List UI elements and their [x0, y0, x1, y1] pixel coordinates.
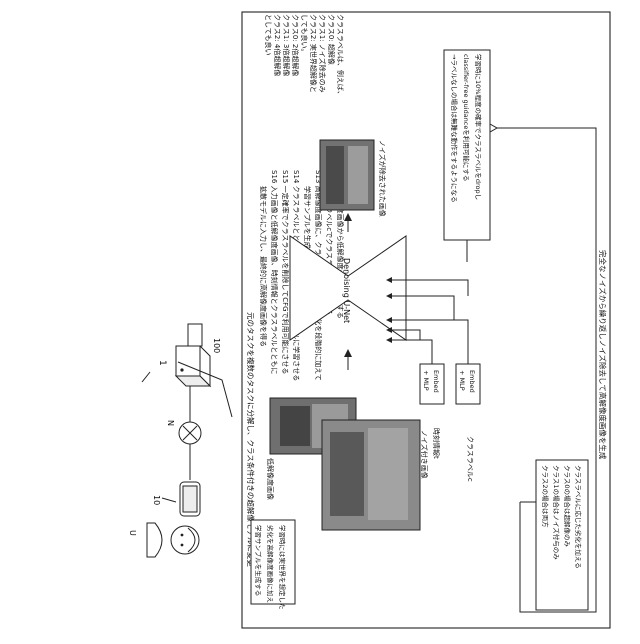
svg-text:クラスラベルは、例えば、: クラスラベルは、例えば、 — [336, 14, 345, 98]
svg-text:+ MLP: + MLP — [458, 370, 466, 391]
step-item: S15 一定確率でクラスラベルを削除してCFGで利用可能にさせる — [281, 170, 290, 374]
bottom-note: 完全なノイズから繰り返しノイズ除去して高解像度画像を生成 — [598, 250, 608, 460]
low-res-label: 低解像度画像 — [266, 458, 275, 500]
svg-text:しても良い。: しても良い。 — [300, 14, 309, 55]
svg-text:Embed: Embed — [432, 370, 440, 393]
svg-text:クラス2: 実世界超解像と: クラス2: 実世界超解像と — [309, 14, 318, 93]
left-note-line: 学習サンプルを生成する — [254, 525, 263, 596]
system-ref: 1 — [157, 360, 167, 366]
svg-text:クラスラベルに応じた劣化を加える: クラスラベルに応じた劣化を加える — [574, 465, 583, 569]
denoised-label: ノイズが除去された画像 — [378, 140, 387, 217]
network-icon — [179, 422, 201, 444]
svg-text:としても良い: としても良い — [264, 14, 273, 55]
smartphone-icon — [180, 482, 200, 516]
step-item: 拡散モデルに入力し、最終的に高解像度画像を得る — [259, 186, 268, 347]
svg-text:クラス1の場合はノイズ付与のみ: クラス1の場合はノイズ付与のみ — [552, 465, 561, 560]
left-note-line: 劣化を高解像度画像に加え — [266, 525, 275, 603]
cfg-note-line: →ラベルなしの場合は無難な動作をするようになる — [450, 54, 459, 202]
svg-text:クラス0の場合は超解像のみ: クラス0の場合は超解像のみ — [563, 465, 572, 548]
server-icon — [176, 324, 210, 386]
time-info-label: 時刻情報t — [432, 428, 441, 459]
svg-text:クラス0: 超解像: クラス0: 超解像 — [327, 14, 336, 65]
noisy-label: ノイズ付き画像 — [420, 430, 429, 479]
svg-text:クラス1: 3倍超解像: クラス1: 3倍超解像 — [282, 14, 291, 76]
svg-text:クラス1: ノイズ除去のみ: クラス1: ノイズ除去のみ — [318, 14, 327, 93]
svg-text:Embed: Embed — [468, 370, 476, 393]
network-ref: N — [166, 420, 175, 426]
terminal-ref: 10 — [152, 495, 161, 505]
unet-label: Denoising U-Net — [342, 258, 351, 323]
class-note: クラスラベルは、例えば、 クラス0: 超解像 クラス1: ノイズ除去のみ クラス… — [264, 14, 345, 98]
svg-text:クラス0: 2倍超解像: クラス0: 2倍超解像 — [291, 14, 300, 76]
server-ref: 100 — [212, 338, 221, 353]
cfg-note-line: classifier-free guidanceを利用可能にする — [462, 54, 471, 181]
svg-text:クラス2: 4倍超解像: クラス2: 4倍超解像 — [273, 14, 282, 76]
user-icon — [147, 523, 199, 557]
left-note-line: 学習時には実世界を想定した — [278, 525, 287, 610]
svg-text:+ MLP: + MLP — [422, 370, 430, 391]
cfg-note-line: 学習時に10%程度の確率でクラスラベルをdropし — [474, 54, 483, 200]
class-label-label: クラスラベルc — [466, 436, 474, 482]
svg-text:クラス2の場合は両方: クラス2の場合は両方 — [541, 465, 550, 528]
user-ref: U — [128, 530, 137, 536]
step-item: S16 入力画像と低解像度画像、時刻情報とクラスラベルとともに — [270, 170, 279, 374]
